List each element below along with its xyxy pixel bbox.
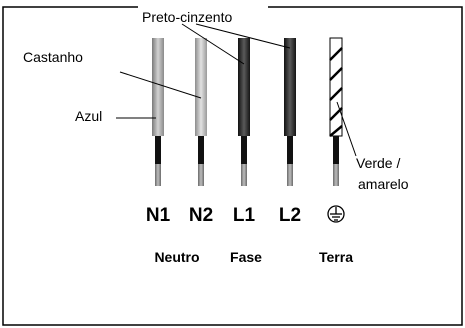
label-azul: Azul	[75, 108, 102, 124]
wire-l1-core	[241, 136, 247, 164]
wire-l1	[238, 38, 250, 186]
label-verde-line2: amarelo	[358, 176, 409, 192]
terminal-code-l2: L2	[279, 205, 301, 226]
ground-icon	[327, 205, 345, 223]
wire-n1-insulation	[152, 38, 164, 136]
label-castanho: Castanho	[23, 49, 83, 65]
leader-preto-l2	[195, 23, 291, 49]
wire-n1-core	[155, 136, 161, 164]
wire-l1-tip	[241, 164, 247, 186]
wire-pe-stripes	[329, 47, 343, 137]
terminal-code-l1: L1	[233, 205, 256, 226]
frame-border	[2, 6, 463, 326]
terminal-code-n2: N2	[189, 205, 213, 226]
wire-l2-core	[287, 136, 293, 164]
terminal-code-n1: N1	[146, 205, 171, 226]
group-fase: Fase	[230, 249, 262, 265]
wire-n2-tip	[198, 164, 204, 186]
label-verde-line1: Verde /	[356, 155, 400, 171]
leader-castanho	[119, 71, 202, 99]
wire-n2	[195, 38, 207, 186]
leader-verde	[336, 101, 357, 157]
wire-pe-tip	[333, 164, 339, 186]
label-preto-cinzento: Preto-cinzento	[142, 9, 232, 25]
wire-n1-tip	[155, 164, 161, 186]
wire-pe-core	[333, 136, 339, 164]
leader-preto-l1	[181, 23, 245, 65]
wire-pe	[329, 37, 343, 186]
group-terra: Terra	[319, 249, 353, 265]
wire-l2-insulation	[284, 38, 296, 136]
wire-l2	[284, 38, 296, 186]
wire-n2-core	[198, 136, 204, 164]
wire-n1	[152, 38, 164, 186]
wire-l1-insulation	[238, 38, 250, 136]
group-neutro: Neutro	[154, 249, 199, 265]
wire-n2-insulation	[195, 38, 207, 136]
wire-l2-tip	[287, 164, 293, 186]
